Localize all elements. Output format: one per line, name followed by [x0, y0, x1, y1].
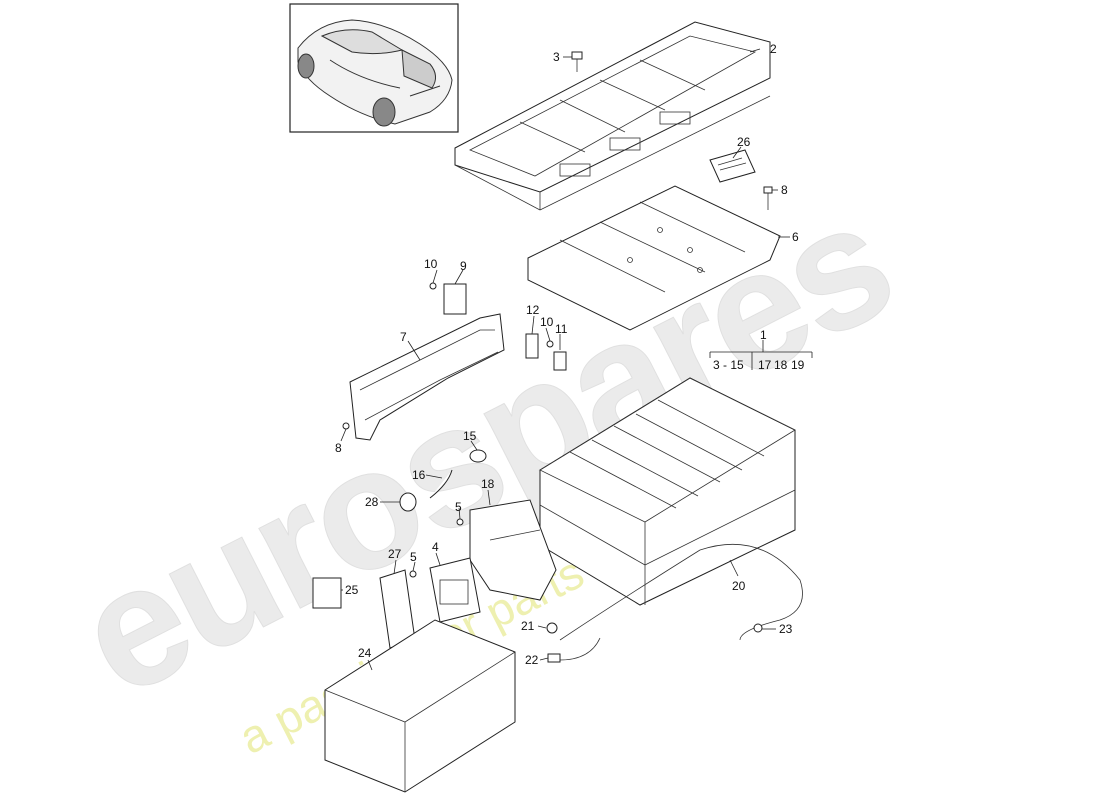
callout-group-18: 18: [774, 358, 788, 372]
callout-5-lower: 5: [410, 550, 417, 564]
part-10-screw-a: [429, 282, 437, 290]
part-2-tray-frame: [454, 21, 771, 211]
part-15-connector: [469, 449, 487, 463]
leader-lines: [340, 48, 813, 671]
callout-group-19: 19: [791, 358, 805, 372]
callout-6: 6: [792, 230, 799, 244]
callout-labels: 2 3 26 8 6 10 9 7 12 10 11 1 3 - 15 17 1…: [335, 42, 805, 667]
car-thumbnail: [289, 3, 459, 133]
callout-2: 2: [770, 42, 777, 56]
sedan-car-icon: [297, 19, 453, 127]
callout-25: 25: [345, 583, 359, 597]
part-25-relay: [312, 577, 342, 609]
part-10-screw-b: [546, 340, 554, 348]
callout-8-left: 8: [335, 441, 342, 455]
callout-10-left: 10: [424, 257, 438, 271]
callout-group-17: 17: [758, 358, 772, 372]
part-3-bolt: [571, 51, 583, 72]
part-4-control-unit: [429, 557, 481, 623]
callout-group-range: 3 - 15: [713, 358, 744, 372]
callout-15: 15: [463, 429, 477, 443]
part-5-screw-a: [456, 518, 464, 526]
part-1-battery-module: [539, 377, 796, 606]
callout-11: 11: [555, 322, 568, 336]
callout-7: 7: [400, 330, 407, 344]
callout-20: 20: [732, 579, 746, 593]
part-21-nut: [546, 622, 558, 634]
callout-26: 26: [737, 135, 751, 149]
part-7-bracket: [349, 283, 505, 441]
callout-9: 9: [460, 259, 467, 273]
callout-8-top: 8: [781, 183, 788, 197]
callout-21: 21: [521, 619, 535, 633]
part-8-screw: [342, 422, 350, 430]
callout-16: 16: [412, 468, 426, 482]
part-22-bolt: [547, 653, 561, 663]
callout-4: 4: [432, 540, 439, 554]
part-20-cable: [559, 543, 803, 661]
callout-10-right: 10: [540, 315, 554, 329]
callout-28: 28: [365, 495, 379, 509]
callout-23: 23: [779, 622, 793, 636]
callout-3: 3: [553, 50, 560, 64]
part-23-nut: [753, 623, 763, 633]
callout-18: 18: [481, 477, 495, 491]
part-12-holder: [525, 333, 539, 359]
part-28-cap: [399, 492, 417, 512]
callout-1: 1: [760, 328, 767, 342]
part-5-screw-b: [409, 570, 417, 578]
part-16-hose: [429, 469, 453, 499]
part-26-label: [709, 149, 756, 183]
part-11-sensor: [553, 351, 567, 371]
callout-5-upper: 5: [455, 500, 462, 514]
callout-27: 27: [388, 547, 402, 561]
callout-24: 24: [358, 646, 372, 660]
part-24-box: [324, 619, 516, 793]
callout-22: 22: [525, 653, 539, 667]
callout-12: 12: [526, 303, 540, 317]
part-6-cover-plate: [527, 185, 781, 331]
